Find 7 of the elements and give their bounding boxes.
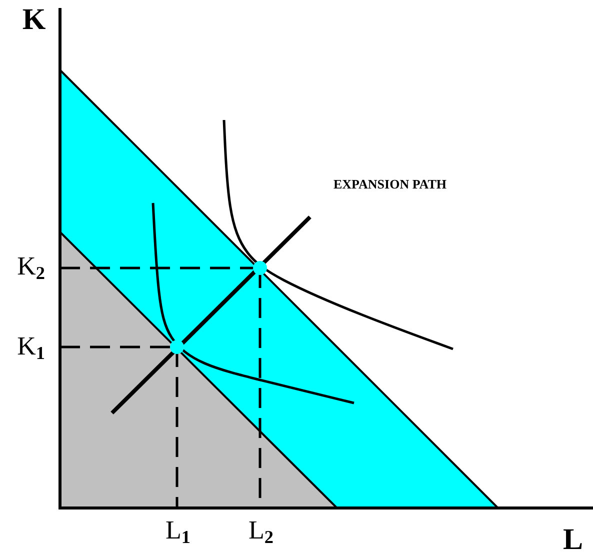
axis-label: L: [563, 525, 583, 554]
curve-label: EXPANSION PATH: [333, 178, 447, 190]
axis-tick-label: K$_{2}$: [17, 254, 45, 282]
axis-tick-label: L$_{2}$: [248, 518, 274, 546]
axis-tick-label: K$_{1}$: [17, 334, 45, 362]
axis-label: K: [22, 5, 46, 35]
axis-tick-label: L$_{1}$: [166, 518, 190, 546]
